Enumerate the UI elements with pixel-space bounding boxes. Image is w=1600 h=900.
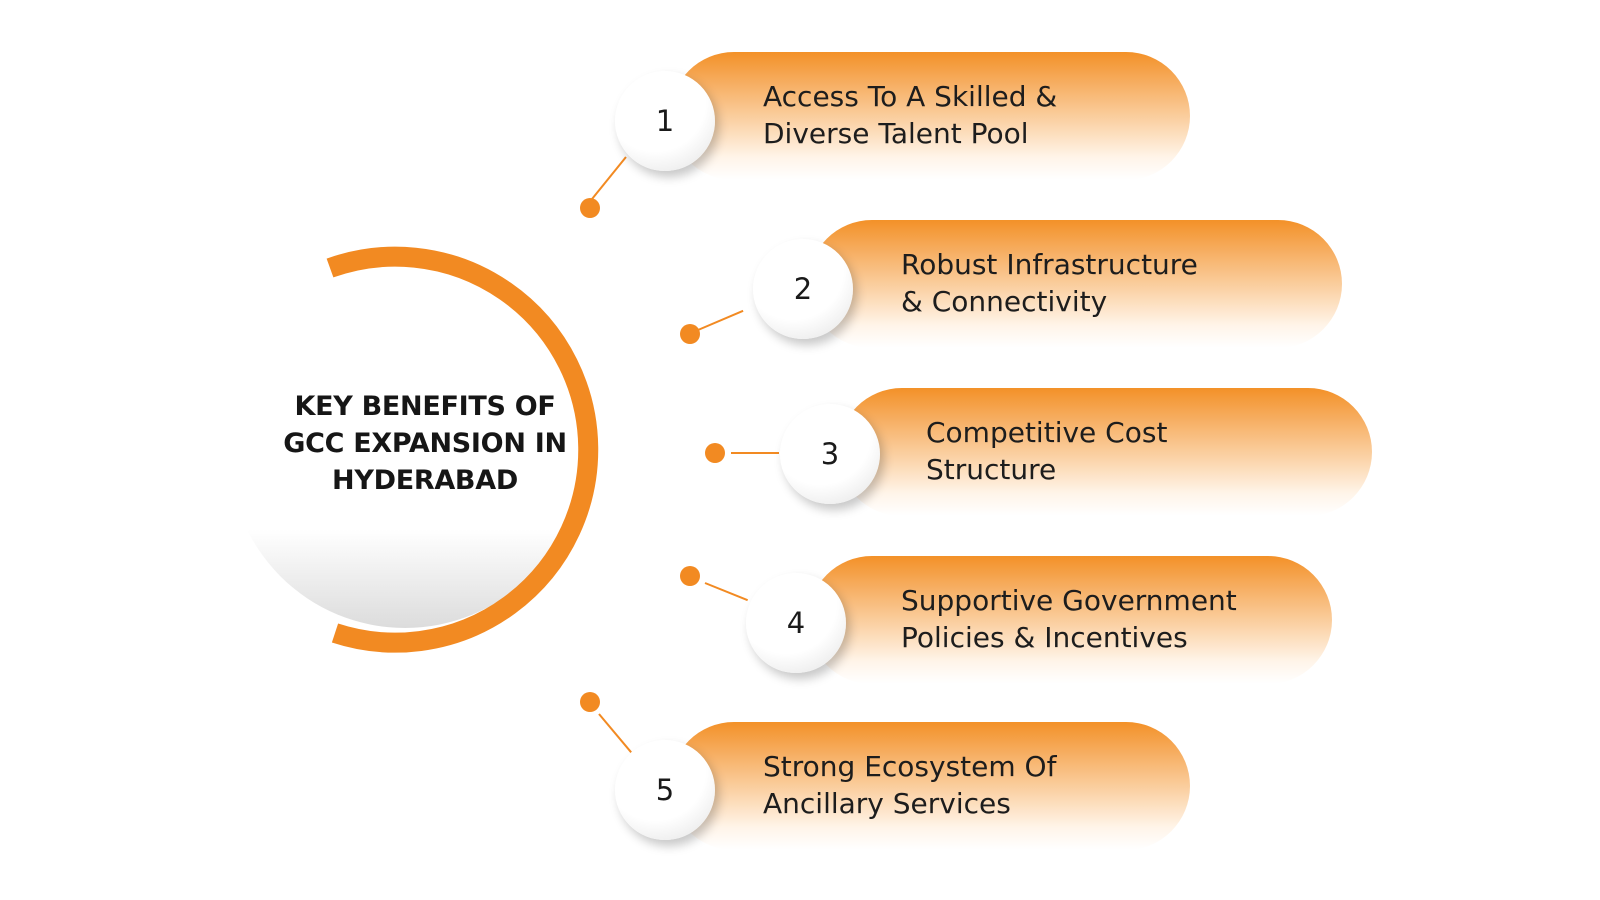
number-label-4: 4 — [786, 606, 806, 640]
number-badge-1: 1 — [615, 71, 715, 171]
benefit-pill-3: Competitive Cost Structure — [838, 388, 1372, 516]
connector-dot-5 — [580, 692, 600, 712]
connector-dot-2 — [680, 324, 700, 344]
benefit-pill-2: Robust Infrastructure & Connectivity — [808, 220, 1342, 348]
hub-disc — [229, 276, 581, 628]
number-label-3: 3 — [820, 437, 840, 471]
benefit-text-5: Strong Ecosystem Of Ancillary Services — [763, 750, 1057, 820]
benefit-text-2: Robust Infrastructure & Connectivity — [901, 248, 1198, 318]
connector-line-3 — [731, 452, 779, 454]
hub-circle: KEY BENEFITS OF GCC EXPANSION IN HYDERAB… — [245, 252, 605, 634]
benefit-pill-5: Strong Ecosystem Of Ancillary Services — [670, 722, 1190, 850]
benefit-pill-1: Access To A Skilled & Diverse Talent Poo… — [670, 52, 1190, 180]
number-label-5: 5 — [655, 773, 675, 807]
number-label-1: 1 — [655, 104, 675, 138]
connector-dot-4 — [680, 566, 700, 586]
benefit-text-1: Access To A Skilled & Diverse Talent Poo… — [763, 80, 1058, 150]
number-badge-3: 3 — [780, 404, 880, 504]
benefit-text-3: Competitive Cost Structure — [926, 416, 1168, 486]
hub-title: KEY BENEFITS OF GCC EXPANSION IN HYDERAB… — [283, 390, 567, 496]
number-badge-2: 2 — [753, 239, 853, 339]
benefit-pill-4: Supportive Government Policies & Incenti… — [808, 556, 1332, 684]
hub-orange-arc — [326, 246, 599, 653]
benefit-text-4: Supportive Government Policies & Incenti… — [901, 584, 1237, 654]
number-badge-4: 4 — [746, 573, 846, 673]
connector-dot-1 — [580, 198, 600, 218]
number-label-2: 2 — [793, 272, 813, 306]
connector-dot-3 — [705, 443, 725, 463]
number-badge-5: 5 — [615, 740, 715, 840]
